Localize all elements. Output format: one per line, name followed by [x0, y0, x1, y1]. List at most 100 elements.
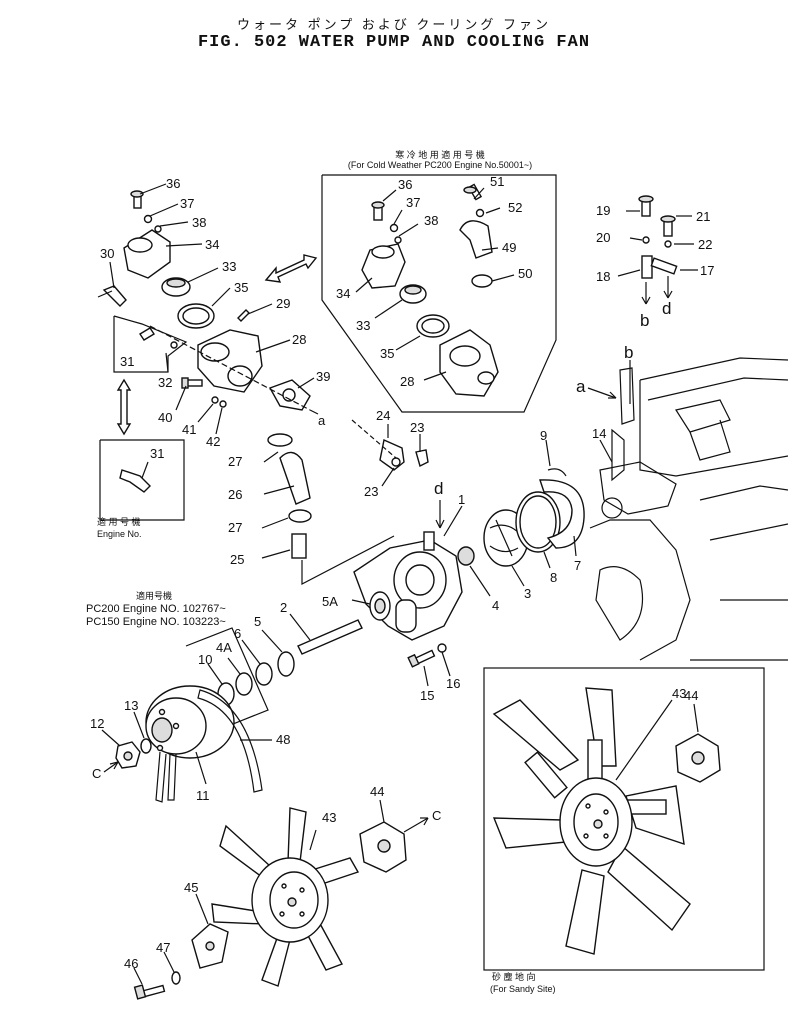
- callout-40: 40: [158, 410, 172, 425]
- callout-34: 34: [205, 237, 219, 252]
- callout-16: 16: [446, 676, 460, 691]
- callout-32: 32: [158, 375, 172, 390]
- serial-pc150: PC150 Engine NO. 103223~: [86, 616, 226, 628]
- callout-28: 28: [292, 332, 306, 347]
- sandy-box-jp: 砂 塵 地 向: [492, 971, 536, 982]
- callout-7: 7: [574, 558, 581, 573]
- thermostat-group: 36 37 38 34 33 35 29 28 39 30 31 32 40 4…: [97, 176, 330, 449]
- impeller-assembly: 4 3 8 7 9: [457, 428, 585, 613]
- engine-box-jp: 適 用 号 機: [97, 516, 141, 527]
- callout-2: 2: [280, 600, 287, 615]
- callout-c37: 37: [406, 195, 420, 210]
- callout-c38: 38: [424, 213, 438, 228]
- callout-20: 20: [596, 230, 610, 245]
- title-japanese: ウォータ ポンプ および クーリング ファン: [236, 17, 552, 32]
- callout-37: 37: [180, 196, 194, 211]
- standard-fan: 43 44 C 45 47 46: [124, 784, 441, 1000]
- callout-5a: 5A: [322, 594, 338, 609]
- callout-41: 41: [182, 422, 196, 437]
- serial-pc200: PC200 Engine NO. 102767~: [86, 603, 226, 615]
- engine-number-box: 31 適 用 号 機 Engine No.: [97, 439, 185, 539]
- callout-15: 15: [420, 688, 434, 703]
- water-pump-body: 24 23 23 d 1 15 16: [351, 408, 465, 703]
- callout-30: 30: [100, 246, 114, 261]
- bleed-plug: [237, 309, 250, 322]
- cold-weather-kit-box: 寒 冷 地 用 適 用 号 機 (For Cold Weather PC200 …: [321, 149, 557, 413]
- ref-c-fan: C: [432, 808, 441, 823]
- callout-25: 25: [230, 552, 244, 567]
- callout-24: 24: [376, 408, 390, 423]
- sandy-box-caption: (For Sandy Site): [490, 984, 556, 994]
- callout-44: 44: [370, 784, 384, 799]
- cold-gasket: [471, 274, 493, 288]
- ref-d-pump: d: [434, 479, 443, 498]
- alternative-arrow-lower: [116, 378, 132, 436]
- sandy-site-fan-box: 43 44 砂 塵 地 向 (For Sandy Site): [483, 667, 765, 994]
- callout-4a: 4A: [216, 640, 232, 655]
- callout-48: 48: [276, 732, 290, 747]
- ref-a-engine: a: [576, 377, 586, 396]
- callout-c52: 52: [508, 200, 522, 215]
- callout-38: 38: [192, 215, 206, 230]
- callout-c36: 36: [398, 177, 412, 192]
- ref-d-right: d: [662, 299, 671, 318]
- callout-31: 31: [120, 354, 134, 369]
- callout-23-upper: 23: [410, 420, 424, 435]
- ref-b-engine: b: [624, 343, 633, 362]
- callout-3: 3: [524, 586, 531, 601]
- callout-35: 35: [234, 280, 248, 295]
- cold-elbow-pipe: [459, 183, 493, 259]
- ref-a-left: a: [318, 413, 326, 428]
- engine-block: b a 14: [576, 343, 788, 661]
- callout-4: 4: [492, 598, 499, 613]
- callout-19: 19: [596, 203, 610, 218]
- callout-42: 42: [206, 434, 220, 449]
- hose-group: 27 26 27 25: [228, 433, 395, 585]
- ref-b-right: b: [640, 311, 649, 330]
- callout-46: 46: [124, 956, 138, 971]
- callout-10: 10: [198, 652, 212, 667]
- callout-45: 45: [184, 880, 198, 895]
- cold-thermostat-housing: [439, 329, 499, 397]
- callout-17: 17: [700, 263, 714, 278]
- callout-c50: 50: [518, 266, 532, 281]
- callout-36: 36: [166, 176, 180, 191]
- callout-14: 14: [592, 426, 606, 441]
- callout-29: 29: [276, 296, 290, 311]
- engine-box-caption: Engine No.: [97, 529, 142, 539]
- callout-33: 33: [222, 259, 236, 274]
- callout-c34: 34: [336, 286, 350, 301]
- callout-21: 21: [696, 209, 710, 224]
- callout-47: 47: [156, 940, 170, 955]
- callout-43-sandy: 43: [672, 686, 686, 701]
- callout-8: 8: [550, 570, 557, 585]
- callout-22: 22: [698, 237, 712, 252]
- cold-box-caption: (For Cold Weather PC200 Engine No.50001~…: [348, 160, 532, 170]
- callout-26: 26: [228, 487, 242, 502]
- callout-44-sandy: 44: [684, 688, 698, 703]
- ref-c-nut: C: [92, 766, 101, 781]
- bracket-group: 19 20 18 21 22 17 b d: [596, 195, 714, 330]
- callout-6: 6: [234, 626, 241, 641]
- callout-31-alt: 31: [150, 446, 164, 461]
- callout-39: 39: [316, 369, 330, 384]
- callout-11: 11: [196, 788, 210, 803]
- callout-12: 12: [90, 716, 104, 731]
- callout-1: 1: [458, 492, 465, 507]
- callout-23-lower: 23: [364, 484, 378, 499]
- pulley-belt-group: 48 11 12 13 C: [90, 685, 290, 803]
- callout-c51: 51: [490, 174, 504, 189]
- figure-title: FIG. 502 WATER PUMP AND COOLING FAN: [197, 33, 591, 52]
- callout-18: 18: [596, 269, 610, 284]
- cold-thermostat: [399, 284, 427, 304]
- callout-43: 43: [322, 810, 336, 825]
- shaft-bearing-group: 5A 2 5 6 4A 10 適用号機 PC200 Engine NO. 102…: [86, 590, 391, 731]
- callout-9: 9: [540, 428, 547, 443]
- callout-5: 5: [254, 614, 261, 629]
- alternative-arrow-upper: [264, 254, 318, 283]
- callout-c33: 33: [356, 318, 370, 333]
- callout-27-lower: 27: [228, 520, 242, 535]
- cold-thermostat-cover: [361, 201, 406, 289]
